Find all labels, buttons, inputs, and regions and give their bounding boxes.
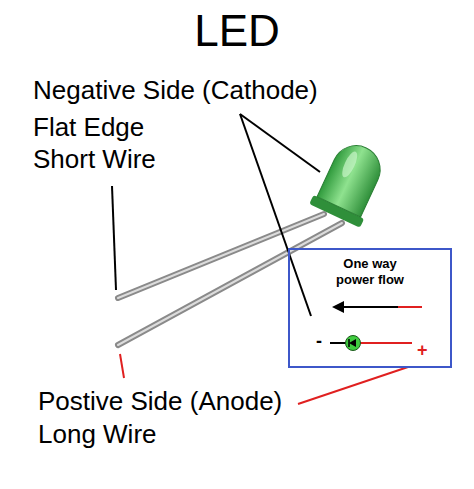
part-label: Short Wire: [33, 145, 156, 175]
long-lead: [118, 223, 342, 345]
long-lead-shine: [118, 223, 342, 345]
polarity-sign: +: [417, 340, 428, 361]
symbol-wire-pos: [360, 342, 412, 344]
part-label: Flat Edge: [33, 113, 144, 143]
led-bulb: [309, 136, 391, 228]
cathode-label: Negative Side (Cathode): [33, 76, 318, 106]
led-symbol: [346, 336, 361, 351]
bulb-body: [317, 138, 388, 217]
cathode-leader: [240, 114, 311, 316]
flow-arrow-red: [398, 306, 422, 308]
bulb-shine: [339, 150, 360, 180]
diode-bar: [348, 339, 350, 347]
symbol-wire-neg: [330, 342, 346, 344]
diode-triangle: [349, 339, 356, 347]
anode-label: Postive Side (Anode): [38, 387, 282, 417]
short-lead-shine: [118, 214, 324, 298]
diagram-title: LED: [0, 6, 474, 57]
anode-leader: [298, 367, 408, 404]
long-wire-leader: [120, 354, 124, 378]
part-label: Long Wire: [38, 420, 157, 450]
short-lead: [118, 214, 324, 298]
flat-edge-leader: [240, 114, 320, 172]
short-wire-leader: [112, 186, 116, 290]
polarity-sign: -: [316, 331, 322, 352]
box-heading: One way power flow: [327, 256, 413, 287]
flow-arrow-line: [340, 306, 398, 308]
flow-arrow-head: [332, 301, 344, 313]
